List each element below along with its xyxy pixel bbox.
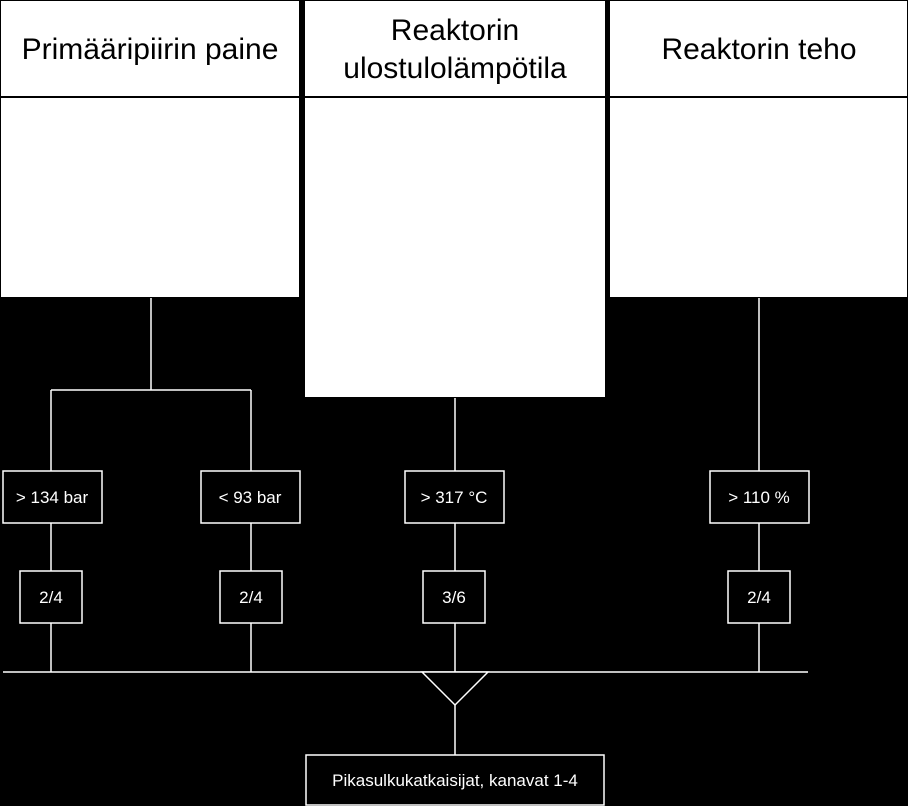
vote-power: 2/4 [727,570,791,624]
condition-low-pressure-label: < 93 bar [219,488,282,507]
vote-temperature-label: 3/6 [442,588,466,607]
condition-power-label: > 110 % [728,488,790,507]
header-temperature-panel: Reaktorin ulostulolämpötila [303,0,607,399]
condition-high-pressure: > 134 bar [2,470,103,524]
or-gate-symbol [420,671,490,707]
header-power-panel: Reaktorin teho [608,0,908,299]
connection-lines [3,298,808,755]
vote-low-pressure: 2/4 [219,570,283,624]
vote-low-pressure-label: 2/4 [239,588,263,607]
output-trip-breakers: Pikasulkukatkaisijat, kanavat 1-4 [305,754,605,806]
condition-temperature-label: > 317 °C [421,488,488,507]
output-trip-breakers-label: Pikasulkukatkaisijat, kanavat 1-4 [332,771,578,790]
header-power-title: Reaktorin teho [661,33,856,66]
vote-temperature: 3/6 [422,570,486,624]
condition-low-pressure: < 93 bar [200,470,301,524]
header-temperature-title-line2: ulostulolämpötila [343,52,567,85]
condition-temperature: > 317 °C [404,470,505,524]
vote-high-pressure: 2/4 [19,570,83,624]
condition-power: > 110 % [709,470,810,524]
header-pressure-panel: Primääripiirin paine [0,0,301,299]
vote-high-pressure-label: 2/4 [39,588,63,607]
vote-power-label: 2/4 [747,588,771,607]
condition-high-pressure-label: > 134 bar [16,488,89,507]
header-temperature-title-line1: Reaktorin [391,14,519,47]
header-pressure-title: Primääripiirin paine [22,33,279,66]
